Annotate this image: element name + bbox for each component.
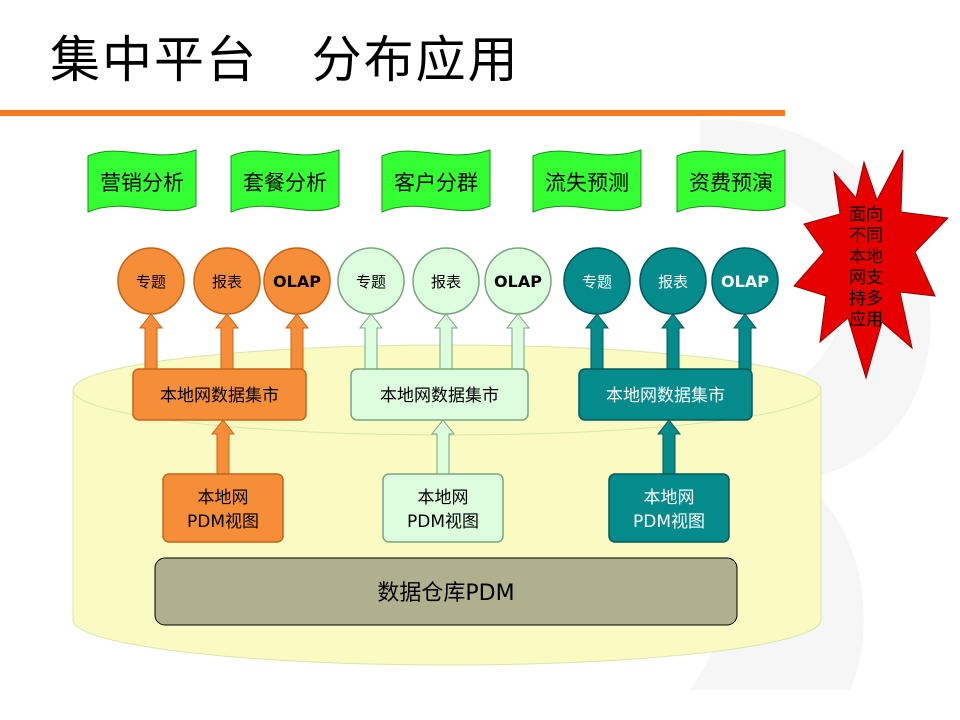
application-label: 营销分析 xyxy=(100,171,184,195)
pdm-view-box xyxy=(382,473,504,543)
component-circle xyxy=(412,247,480,315)
component-circle xyxy=(484,247,552,315)
starburst-label: 网支 xyxy=(849,268,883,288)
component-circle xyxy=(117,247,185,315)
pdm-view-label: PDM视图 xyxy=(633,512,705,532)
pdm-view-label: 本地网 xyxy=(418,488,469,508)
up-arrow xyxy=(433,313,459,371)
pdm-view-label: PDM视图 xyxy=(407,512,479,532)
starburst-label: 应用 xyxy=(849,310,883,330)
warehouse-label: 数据仓库PDM xyxy=(377,581,514,606)
circle-label: OLAP xyxy=(273,272,321,291)
component-circle xyxy=(337,247,405,315)
circle-label: 报表 xyxy=(212,273,242,291)
component-circle xyxy=(639,247,707,315)
starburst-label: 本地 xyxy=(849,247,883,267)
starburst-label: 不同 xyxy=(849,226,883,246)
application-banner: 客户分群 xyxy=(381,149,491,213)
component-circle xyxy=(193,247,261,315)
circle-label: 专题 xyxy=(136,273,166,291)
up-arrow xyxy=(660,313,686,371)
warehouse-box: 数据仓库PDM xyxy=(154,557,738,626)
up-arrow xyxy=(214,313,240,371)
data-mart-label: 本地网数据集市 xyxy=(606,386,725,406)
circle-label: OLAP xyxy=(494,272,542,291)
circle-label: 报表 xyxy=(658,273,688,291)
application-banner: 套餐分析 xyxy=(230,149,340,213)
pdm-view-label: 本地网 xyxy=(644,488,695,508)
data-mart-box xyxy=(578,368,753,421)
pdm-view-box xyxy=(162,473,284,543)
data-mart-label: 本地网数据集市 xyxy=(160,386,279,406)
application-banner: 营销分析 xyxy=(87,149,197,213)
application-banner: 流失预测 xyxy=(532,149,642,213)
circle-label: 专题 xyxy=(356,273,386,291)
component-circle xyxy=(711,247,779,315)
circle-label: 专题 xyxy=(582,273,612,291)
pdm-view-label: PDM视图 xyxy=(187,512,259,532)
pdm-view-label: 本地网 xyxy=(198,488,249,508)
application-banner: 资费预演 xyxy=(676,149,786,213)
up-arrow xyxy=(505,313,531,371)
up-arrow xyxy=(358,313,384,371)
application-label: 资费预演 xyxy=(689,171,773,195)
up-arrow xyxy=(584,313,610,371)
up-arrow xyxy=(430,419,456,475)
up-arrow xyxy=(284,313,310,371)
page-title: 集中平台 分布应用 xyxy=(50,31,520,89)
data-mart-box xyxy=(350,368,529,421)
application-label: 客户分群 xyxy=(394,171,478,195)
circle-label: 报表 xyxy=(431,273,461,291)
data-mart-label: 本地网数据集市 xyxy=(380,386,499,406)
application-label: 套餐分析 xyxy=(243,171,327,195)
title-divider xyxy=(0,110,785,116)
data-mart-box xyxy=(132,368,307,421)
pdm-view-box xyxy=(608,473,730,543)
starburst-label: 面向 xyxy=(849,205,883,225)
up-arrow xyxy=(210,419,236,475)
component-circle xyxy=(563,247,631,315)
component-circle xyxy=(263,247,331,315)
up-arrow xyxy=(656,419,682,475)
up-arrow xyxy=(732,313,758,371)
application-label: 流失预测 xyxy=(545,171,629,195)
starburst-label: 持多 xyxy=(849,289,883,309)
circle-label: OLAP xyxy=(721,272,769,291)
up-arrow xyxy=(138,313,164,371)
